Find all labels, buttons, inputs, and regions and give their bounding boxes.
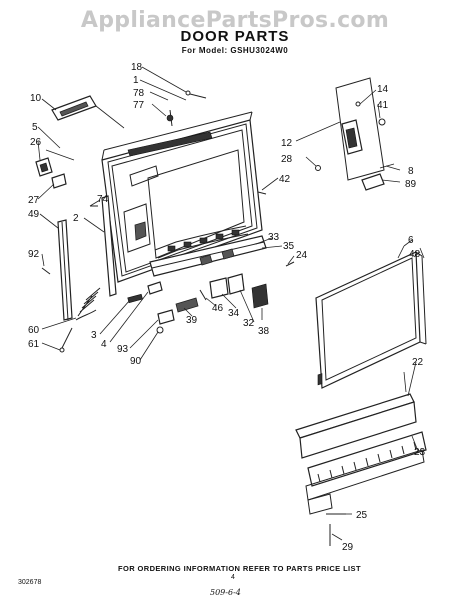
callout-39: 39 xyxy=(186,315,198,326)
callout-90: 90 xyxy=(130,356,142,367)
inner-door-panel xyxy=(101,111,263,283)
callout-46: 46 xyxy=(212,303,224,314)
callout-89: 89 xyxy=(405,179,417,190)
callout-35: 35 xyxy=(283,241,295,252)
callout-42: 42 xyxy=(279,174,291,185)
callout-49: 49 xyxy=(28,209,40,220)
callout-27: 27 xyxy=(28,195,40,206)
callout-92: 92 xyxy=(28,249,40,260)
callout-34: 34 xyxy=(228,308,240,319)
callout-48: 48 xyxy=(409,249,421,260)
callout-18: 18 xyxy=(131,62,143,73)
left-side-strip xyxy=(41,219,73,321)
switch-parts xyxy=(199,273,269,309)
callout-10: 10 xyxy=(30,93,42,104)
lower-small-parts xyxy=(127,281,199,334)
latch-small-parts xyxy=(35,149,75,189)
diagram-part-number: 302678 xyxy=(18,579,42,586)
callout-22: 22 xyxy=(412,357,424,368)
callout-24: 24 xyxy=(296,250,308,261)
outer-door-panel xyxy=(315,245,427,389)
callout-6: 6 xyxy=(408,235,414,246)
callout-33: 33 xyxy=(268,232,280,243)
callout-labels: 18 1 78 77 10 5 26 27 74 49 2 92 60 61 3… xyxy=(28,62,426,553)
callout-60: 60 xyxy=(28,325,40,336)
callout-41: 41 xyxy=(377,100,389,111)
callout-32: 32 xyxy=(243,318,255,329)
handwritten-note: 509-6-4 xyxy=(210,588,241,597)
callout-8: 8 xyxy=(408,166,414,177)
callout-38: 38 xyxy=(258,326,270,337)
model-line: For Model: GSHU3024W0 xyxy=(181,46,289,55)
vent-grille xyxy=(305,373,427,515)
right-hinge-assembly xyxy=(335,77,395,191)
callout-93: 93 xyxy=(117,344,129,355)
toe-panel xyxy=(295,371,417,459)
callout-26: 26 xyxy=(30,137,42,148)
callout-25: 25 xyxy=(356,510,368,521)
callout-14: 14 xyxy=(377,84,389,95)
callout-23: 23 xyxy=(414,447,426,458)
ordering-note: FOR ORDERING INFORMATION REFER TO PARTS … xyxy=(118,564,361,573)
watermark: AppliancePartsPros.com xyxy=(80,8,390,33)
callout-1: 1 xyxy=(133,75,139,86)
callout-4: 4 xyxy=(101,339,107,350)
callout-3: 3 xyxy=(91,330,97,341)
side-trim xyxy=(101,195,117,297)
callout-78: 78 xyxy=(133,88,145,99)
leader-lines xyxy=(37,66,421,541)
callout-74: 74 xyxy=(97,194,109,205)
callout-77: 77 xyxy=(133,100,145,111)
top-latch-bracket xyxy=(51,95,125,129)
screws xyxy=(90,90,346,546)
callout-12: 12 xyxy=(281,138,293,149)
callout-28: 28 xyxy=(281,154,293,165)
page-number: 4 xyxy=(231,574,235,581)
callout-5: 5 xyxy=(32,122,38,133)
diagram-title: DOOR PARTS xyxy=(180,28,290,45)
callout-61: 61 xyxy=(28,339,40,350)
callout-2: 2 xyxy=(73,213,79,224)
callout-29: 29 xyxy=(342,542,354,553)
